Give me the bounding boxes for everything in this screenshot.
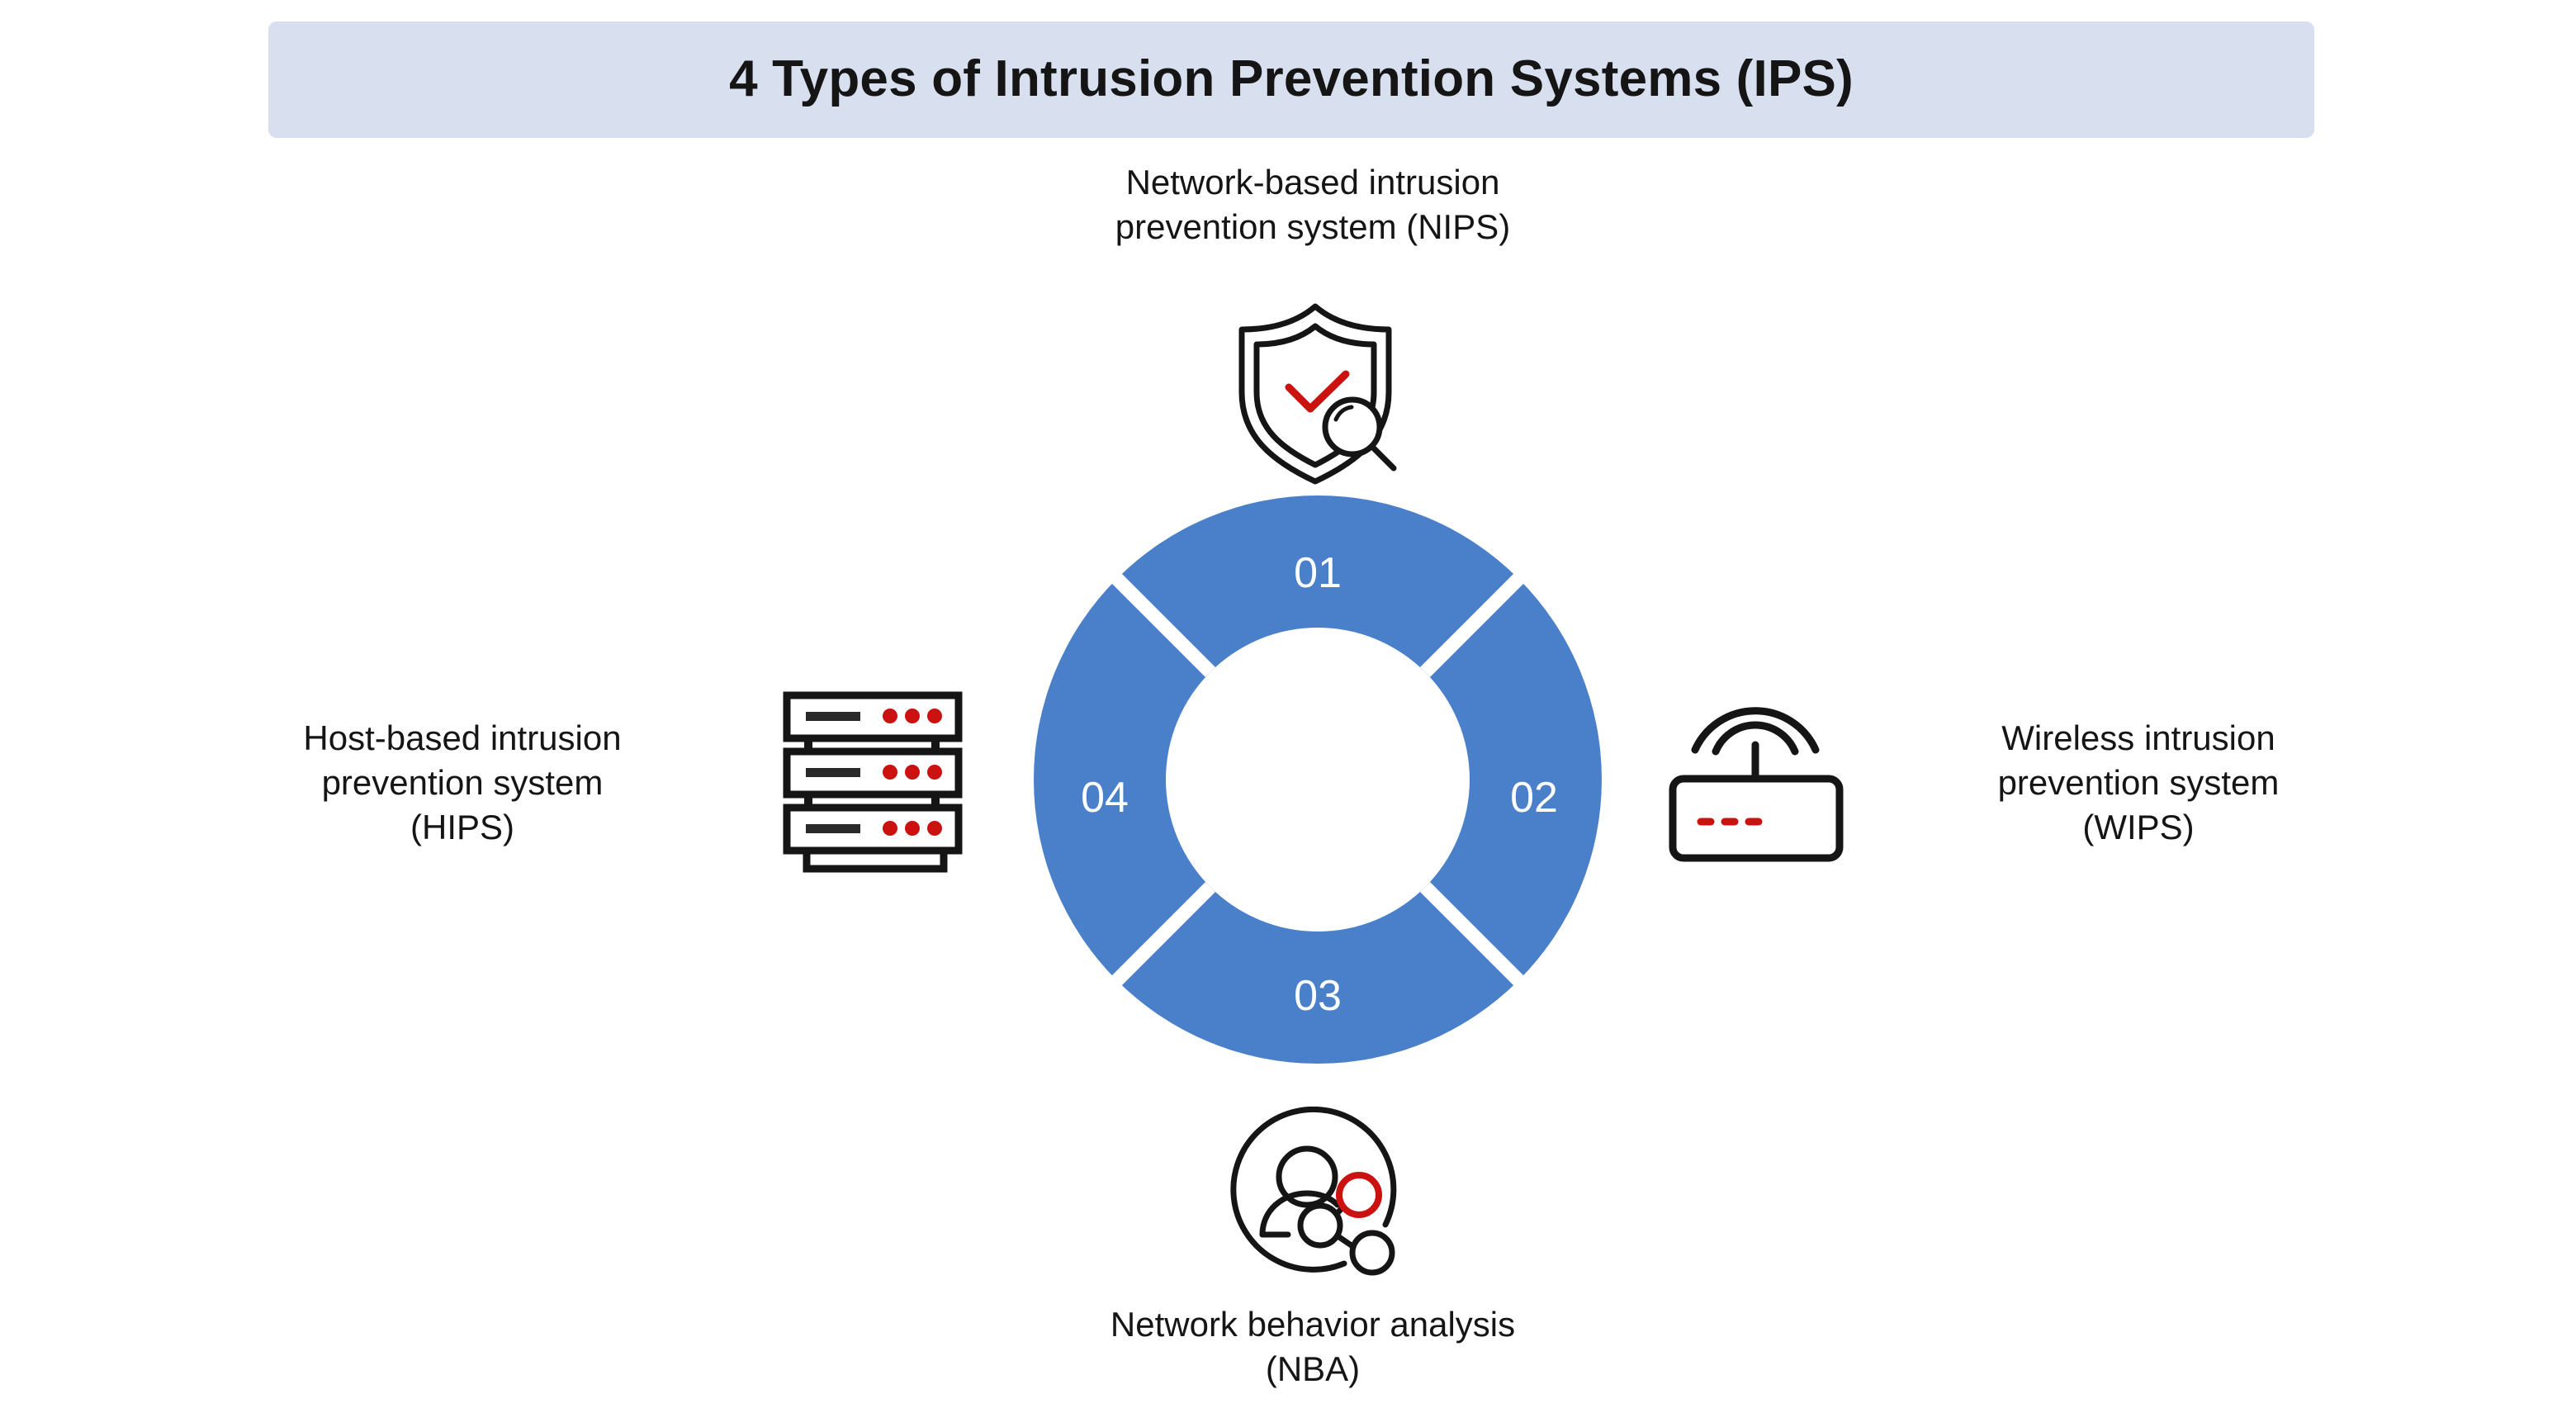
- wifi-arc-inner: [1712, 721, 1799, 756]
- donut-segment-01[interactable]: [1116, 495, 1519, 672]
- title-banner: 4 Types of Intrusion Prevention Systems …: [268, 21, 2314, 138]
- donut-gap-nw: [1111, 573, 1215, 677]
- server-slots: [806, 712, 860, 833]
- donut-gap-se: [1420, 882, 1524, 986]
- label-wips: Wireless intrusion prevention system (WI…: [1997, 718, 2280, 846]
- diagram-stage: 01 02 03 04 Network-based intrusion prev…: [0, 138, 2576, 1427]
- wifi-arc-outer: [1691, 707, 1820, 754]
- network-node-lower: [1349, 1230, 1395, 1276]
- network-node-alert: [1336, 1172, 1382, 1218]
- user-network-analysis-icon: [1197, 1107, 1428, 1297]
- donut-label-02: 02: [1510, 774, 1558, 822]
- server-connectors: [804, 737, 940, 804]
- donut-segment-04[interactable]: [1034, 578, 1210, 981]
- label-nips: Network-based intrusion prevention syste…: [1115, 163, 1511, 246]
- label-hips: Host-based intrusion prevention system (…: [303, 718, 622, 846]
- avatar-ring: [1230, 1107, 1397, 1273]
- donut-gap-sw: [1111, 882, 1215, 986]
- avatar-head: [1276, 1145, 1338, 1208]
- donut-label-04: 04: [1081, 774, 1129, 822]
- shield-check-magnifier-icon: [1215, 295, 1422, 493]
- network-node-center: [1297, 1202, 1343, 1249]
- server-leds: [883, 709, 942, 836]
- donut-label-03: 03: [1294, 972, 1342, 1020]
- check-mark: [1285, 370, 1350, 413]
- magnifier-handle: [1369, 443, 1397, 472]
- label-nba: Network behavior analysis (NBA): [1110, 1305, 1516, 1388]
- donut-label-01: 01: [1294, 549, 1342, 597]
- router-body: [1669, 775, 1844, 862]
- donut-gap-ne: [1420, 573, 1524, 677]
- server-base: [803, 846, 948, 873]
- donut-segment-03[interactable]: [1116, 887, 1519, 1064]
- donut-chart: 01 02 03 04: [1034, 495, 1602, 1064]
- donut-segment-02[interactable]: [1425, 578, 1602, 981]
- avatar-body: [1259, 1190, 1341, 1238]
- donut-svg: 01 02 03 04: [1034, 495, 1602, 1064]
- wireless-router-icon: [1660, 669, 1866, 867]
- donut-gaps: [1111, 573, 1524, 986]
- page-title: 4 Types of Intrusion Prevention Systems …: [729, 50, 1854, 108]
- server-rack-icon: [776, 685, 974, 884]
